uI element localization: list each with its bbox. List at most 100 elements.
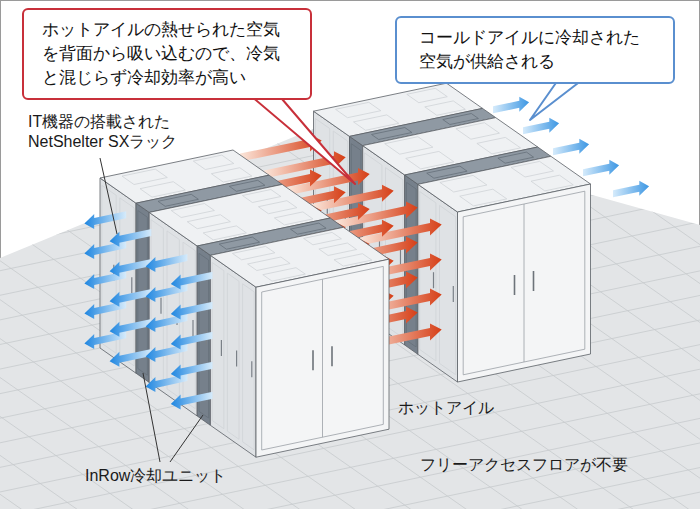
grid-line: [349, 0, 700, 509]
label-holder: フリーアクセスフロアが不要: [420, 455, 670, 475]
cold-air-arrow: [84, 211, 126, 229]
rack-vent: [531, 175, 573, 191]
label-holder: InRow冷却ユニット: [85, 466, 275, 486]
cold-air-arrow: [171, 272, 213, 290]
cold-air-arrow: [146, 254, 188, 272]
part-label: IT機器の搭載された NetShelter SXラック: [28, 112, 208, 152]
rack-vent: [456, 123, 500, 140]
rack-door: [440, 205, 456, 374]
rack-vent: [232, 246, 275, 259]
door-handle: [160, 298, 161, 314]
door-handle: [131, 277, 132, 293]
cold-air-arrow: [84, 241, 126, 259]
cold-air-arrow: [110, 349, 152, 367]
grid-line: [0, 432, 700, 509]
grid-line: [0, 507, 700, 509]
grid-line: [0, 47, 514, 509]
door-handle: [236, 351, 237, 367]
cold-air-arrow: [146, 314, 188, 332]
door-split: [322, 279, 323, 437]
leader-line: [100, 158, 117, 234]
cold-air-arrow: [493, 97, 529, 114]
door-split: [524, 204, 525, 362]
rack-door: [151, 220, 163, 387]
part-label: フリーアクセスフロアが不要: [420, 455, 670, 475]
callout-text: コールドアイルに冷却された 空気が供給される: [419, 26, 651, 74]
rack-vent: [193, 155, 234, 169]
callout-box: ホットアイルの熱せられた空気 を背面から吸い込むので、冷気 と混じらず冷却効率が…: [22, 8, 312, 100]
cold-air-arrow: [523, 118, 559, 135]
cold-air-arrow: [110, 319, 152, 337]
rack-side: [418, 184, 458, 382]
leader-line: [170, 415, 203, 462]
callout-text: ホットアイルの熱せられた空気 を背面から吸い込むので、冷気 と混じらず冷却効率が…: [42, 18, 292, 90]
cold-air-arrow: [171, 302, 213, 320]
grid-line: [0, 243, 700, 509]
cold-air-arrows: [84, 211, 212, 409]
label-holder: IT機器の搭載された NetShelter SXラック: [28, 112, 208, 152]
rack-door: [243, 284, 255, 450]
cold-air-arrow: [146, 344, 188, 362]
leader-line: [143, 373, 160, 462]
rack-vent: [440, 175, 487, 192]
grid-line: [0, 450, 700, 509]
rack-row: [100, 150, 389, 457]
door-handle: [400, 249, 401, 265]
rack-door: [183, 242, 195, 409]
cold-air-arrow: [146, 374, 188, 392]
cold-air-arrows: [493, 97, 649, 198]
cold-air-arrow: [583, 160, 619, 177]
door-handle: [533, 271, 535, 291]
rack-door: [120, 198, 134, 366]
cold-air-arrow: [613, 181, 649, 198]
rack-vent: [407, 88, 448, 102]
grid-line: [0, 11, 685, 509]
cold-air-arrow: [171, 392, 213, 410]
rack-vent: [171, 204, 214, 218]
grid-line: [7, 0, 700, 509]
rack-vent: [258, 201, 297, 214]
grid-line: [0, 29, 600, 509]
cold-air-arrow: [146, 284, 188, 302]
grid-line: [391, 0, 700, 509]
door-handle: [221, 340, 222, 356]
rack-vent: [248, 257, 291, 271]
door-handle: [433, 272, 434, 288]
door-handle: [331, 346, 333, 366]
rack-end-door: [463, 191, 585, 375]
cold-air-arrow: [110, 259, 152, 277]
rack-side: [210, 255, 256, 457]
rack-vent: [477, 137, 521, 154]
label-holder: ホットアイル: [398, 398, 518, 418]
cold-air-arrow: [84, 331, 126, 349]
rack-end-door: [262, 266, 384, 450]
door-handle: [251, 361, 252, 377]
cold-air-arrow: [84, 301, 126, 319]
grid-line: [0, 148, 700, 488]
callout-box: コールドアイルに冷却された 空気が供給される: [395, 16, 675, 84]
rack-vent: [319, 243, 357, 256]
rack-vent: [187, 215, 230, 229]
cold-air-arrow: [171, 332, 213, 350]
cold-air-arrow: [84, 271, 126, 289]
part-label: InRow冷却ユニット: [85, 466, 275, 486]
rack-vent: [336, 102, 381, 117]
cold-air-arrow: [110, 229, 152, 247]
rack-vent: [304, 232, 342, 244]
rack-end: [458, 184, 591, 382]
cold-air-arrow: [110, 289, 152, 307]
